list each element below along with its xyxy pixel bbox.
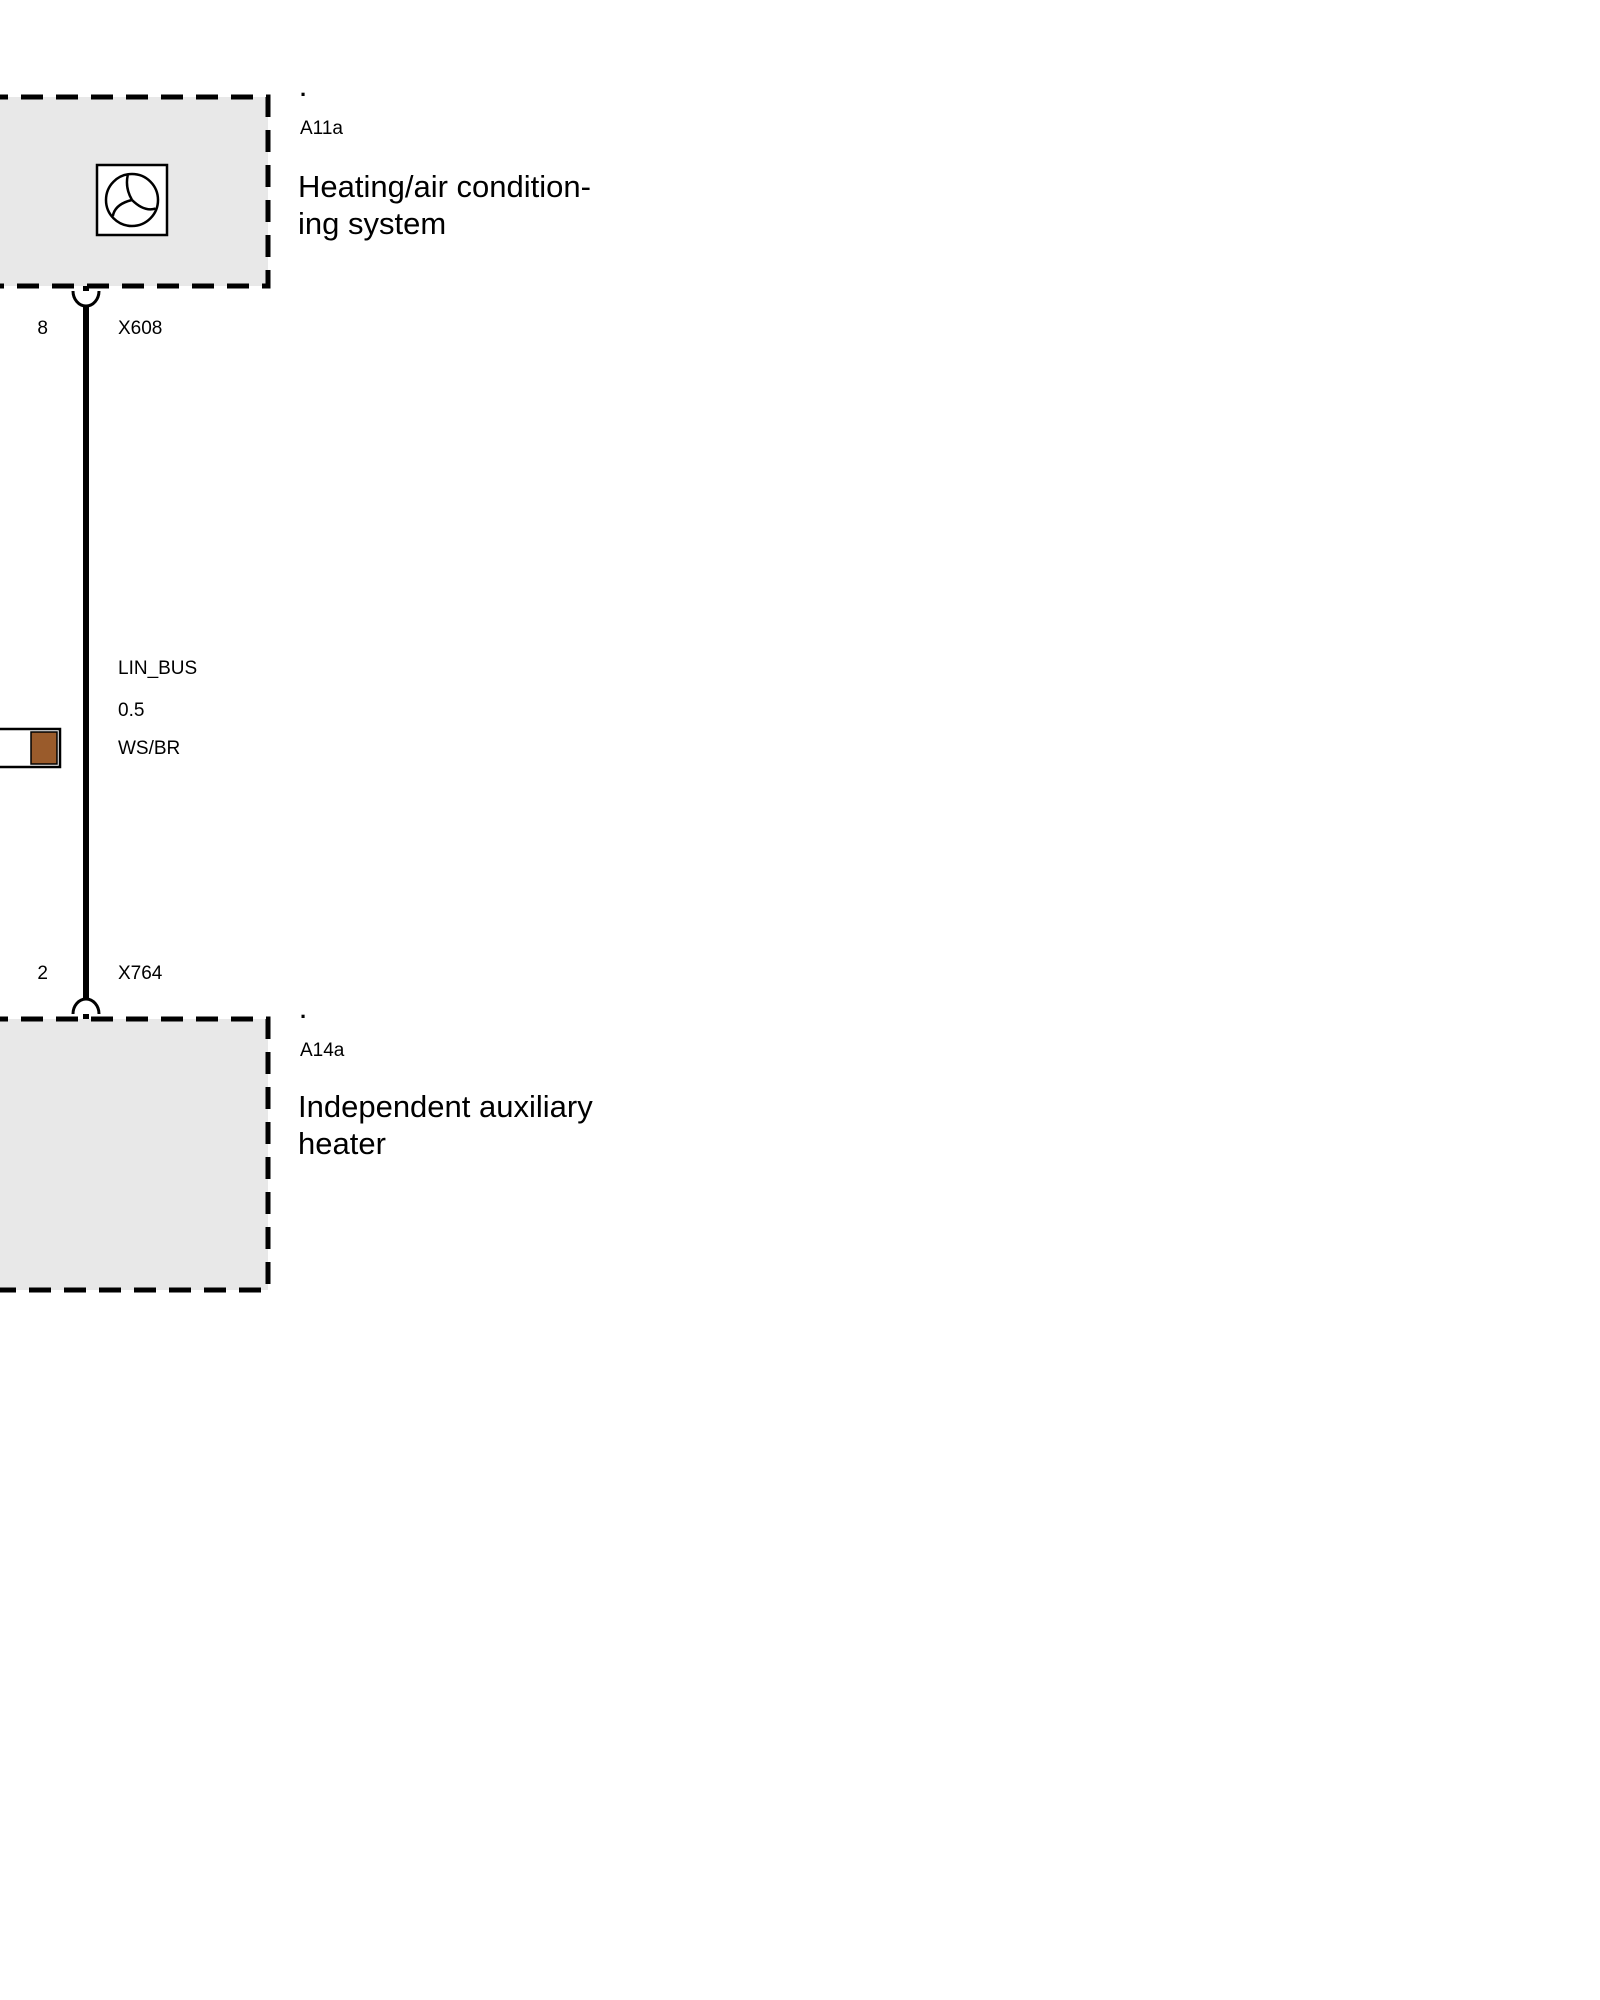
- connector-symbol-x608: [71, 290, 101, 308]
- bottom-connector-label: X764: [118, 963, 163, 984]
- bottom-component-code: A14a: [300, 1040, 345, 1061]
- bottom-component-name-line2: heater: [298, 1126, 386, 1161]
- top-component-dot: .: [300, 76, 307, 101]
- top-pin-number: 8: [37, 318, 48, 339]
- top-component-name-line1: Heating/air condition-: [298, 169, 591, 204]
- connector-symbol-x764: [71, 997, 101, 1015]
- bottom-pin-number: 2: [37, 963, 48, 984]
- bottom-component-box: [0, 1016, 271, 1293]
- top-connector-label: X608: [118, 318, 163, 339]
- wire-color-swatch: [0, 727, 62, 769]
- bottom-component-dot: .: [300, 998, 307, 1023]
- wire-signal-label: LIN_BUS: [118, 658, 198, 679]
- wire-color-code-label: WS/BR: [118, 738, 181, 759]
- climate-fan-icon: [95, 163, 169, 237]
- wire-cross-section-label: 0.5: [118, 700, 145, 721]
- top-component-code: A11a: [300, 118, 343, 139]
- bottom-component-name-line1: Independent auxiliary: [298, 1089, 593, 1124]
- top-component-name-line2: ing system: [298, 206, 447, 241]
